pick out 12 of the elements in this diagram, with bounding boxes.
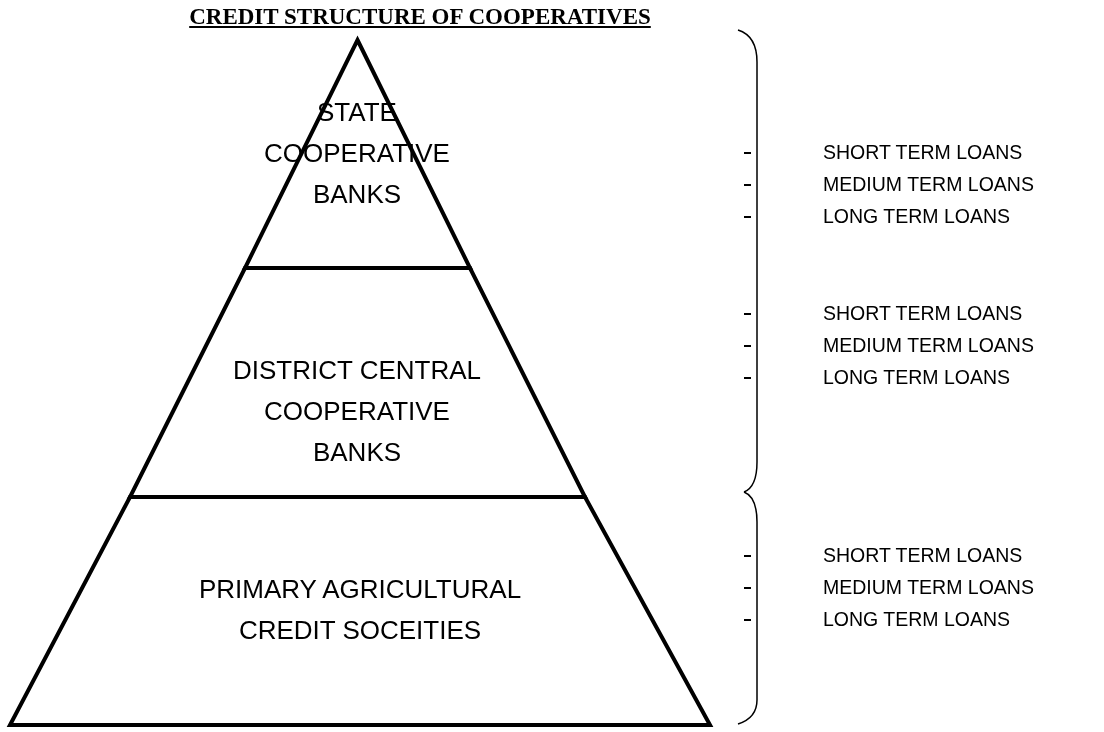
level-label: DISTRICT CENTRAL COOPERATIVE BANKS	[232, 354, 482, 469]
loan-type-text: SHORT TERM LOANS	[823, 140, 1023, 164]
title: CREDIT STRUCTURE OF COOPERATIVES	[189, 4, 651, 29]
loan-type-text: MEDIUM TERM LOANS	[823, 575, 1034, 599]
level-label: PRIMARY AGRICULTURAL CREDIT SOCEITIES	[197, 573, 523, 647]
loan-type-text: MEDIUM TERM LOANS	[823, 172, 1034, 196]
loan-type-text: LONG TERM LOANS	[823, 204, 1011, 228]
loan-type-text: LONG TERM LOANS	[823, 607, 1011, 631]
loan-type-text: LONG TERM LOANS	[823, 365, 1011, 389]
loan-type-text: SHORT TERM LOANS	[823, 543, 1023, 567]
loan-type-text: SHORT TERM LOANS	[823, 301, 1023, 325]
loan-type-text: MEDIUM TERM LOANS	[823, 333, 1034, 357]
